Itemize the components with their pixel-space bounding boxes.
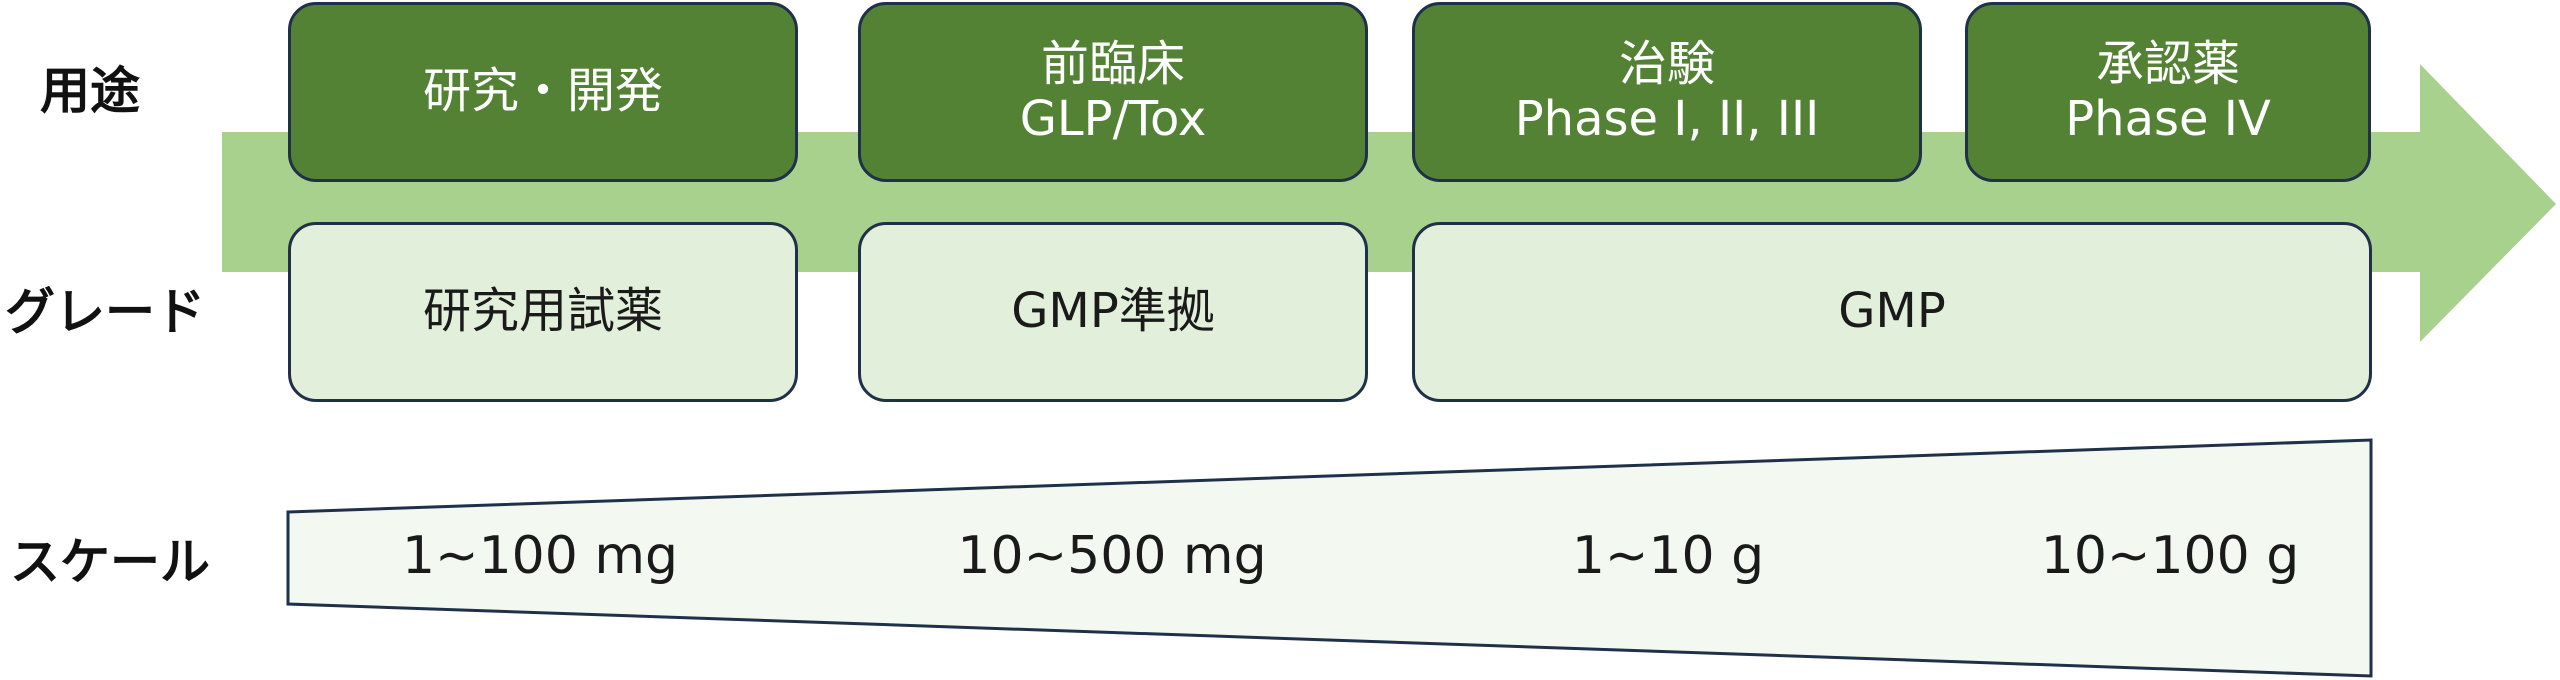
usage-box-line1: 治験 xyxy=(1618,35,1715,92)
usage-box-clinical-trial: 治験 Phase I, II, III xyxy=(1412,2,1922,182)
usage-box-preclinical: 前臨床 GLP/Tox xyxy=(858,2,1368,182)
usage-box-line1: 前臨床 xyxy=(1040,35,1185,92)
row-label-usage: 用途 xyxy=(40,62,140,120)
usage-box-line2: GLP/Tox xyxy=(1019,91,1207,147)
usage-box-research: 研究・開発 xyxy=(288,2,798,182)
scale-value: 1~100 mg xyxy=(401,526,679,586)
grade-box-research-reagent: 研究用試薬 xyxy=(288,222,798,402)
usage-box-approved-drug: 承認薬 Phase IV xyxy=(1965,2,2371,182)
grade-box-label: GMP xyxy=(1838,283,1946,340)
scale-value: 10~500 mg xyxy=(957,526,1267,586)
grade-box-gmp-compliant: GMP準拠 xyxy=(858,222,1368,402)
usage-box-line1: 研究・開発 xyxy=(422,63,663,120)
scale-value: 1~10 g xyxy=(1571,526,1765,586)
grade-box-label: 研究用試薬 xyxy=(422,283,663,340)
grade-box-gmp: GMP xyxy=(1412,222,2372,402)
scale-value: 10~100 g xyxy=(2040,526,2300,586)
row-label-scale: スケール xyxy=(10,533,210,591)
usage-box-line1: 承認薬 xyxy=(2095,35,2240,92)
usage-box-line2: Phase I, II, III xyxy=(1514,91,1820,147)
usage-box-line2: Phase IV xyxy=(2065,91,2271,147)
grade-box-label: GMP準拠 xyxy=(1011,283,1215,340)
row-label-grade: グレード xyxy=(5,283,205,341)
